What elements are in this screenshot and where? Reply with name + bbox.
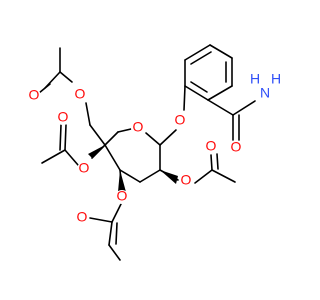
bond xyxy=(194,169,213,184)
bond xyxy=(210,154,213,171)
bond xyxy=(209,44,233,59)
bond xyxy=(183,85,186,111)
bond xyxy=(190,51,212,65)
bond xyxy=(207,99,234,116)
c2-carbonyl-oxygen: O xyxy=(206,138,217,154)
bond xyxy=(117,128,132,133)
bond xyxy=(119,169,141,183)
bond xyxy=(145,132,161,146)
label-background xyxy=(75,211,89,225)
c4-ester-oxygen: O xyxy=(79,160,90,176)
atom-label-layer: O O O N H H O O O O O O O O xyxy=(27,71,281,225)
label-background xyxy=(258,87,272,101)
amide-nitrogen: N xyxy=(260,85,270,101)
c3-carbonyl-oxygen: O xyxy=(77,209,88,225)
c3-ester-oxygen: O xyxy=(117,188,128,204)
amide-oxygen: O xyxy=(231,139,242,155)
bond xyxy=(184,44,211,61)
bond xyxy=(184,85,209,101)
label-background xyxy=(73,88,87,102)
label-background xyxy=(115,190,129,204)
bond xyxy=(207,85,233,101)
bond xyxy=(38,83,51,94)
bond xyxy=(41,149,66,164)
bond xyxy=(59,124,62,151)
label-background xyxy=(204,140,218,154)
bond xyxy=(108,221,113,246)
label-background xyxy=(27,89,41,103)
ring-oxygen: O xyxy=(133,119,144,135)
molecule-structure: O O O N H H O O O O O O O O xyxy=(27,44,281,261)
bond xyxy=(64,124,67,151)
stereo-wedge xyxy=(118,170,126,192)
bond xyxy=(139,169,161,183)
label-background xyxy=(131,121,145,135)
aryl-ether-oxygen: O xyxy=(175,112,186,128)
bond xyxy=(89,124,106,146)
bond xyxy=(111,201,123,223)
bond xyxy=(216,153,219,170)
stereo-wedge-layer xyxy=(88,145,178,192)
bond xyxy=(211,169,236,183)
bond-layer xyxy=(38,44,256,261)
bond xyxy=(104,144,121,171)
bond xyxy=(104,131,119,146)
bond xyxy=(59,71,73,83)
bond xyxy=(108,244,121,261)
c2-ester-oxygen: O xyxy=(181,172,192,188)
stereo-wedge xyxy=(88,145,105,158)
label-background xyxy=(229,141,243,155)
c6-carbonyl-oxygen: O xyxy=(29,87,40,103)
label-background xyxy=(77,162,91,176)
c6-ester-oxygen: O xyxy=(75,86,86,102)
bond xyxy=(159,129,177,146)
amide-hydrogen: H xyxy=(250,71,260,87)
bond xyxy=(115,222,118,245)
bond xyxy=(190,81,208,93)
bond xyxy=(85,102,91,126)
label-background xyxy=(179,174,193,188)
amide-hydrogen: H xyxy=(271,71,281,87)
bond xyxy=(232,100,256,116)
c4-carbonyl-oxygen: O xyxy=(58,109,69,125)
bond xyxy=(89,217,113,223)
label-background xyxy=(173,114,187,128)
label-background xyxy=(56,111,70,125)
stereo-wedge xyxy=(160,170,178,184)
bond xyxy=(64,149,79,166)
